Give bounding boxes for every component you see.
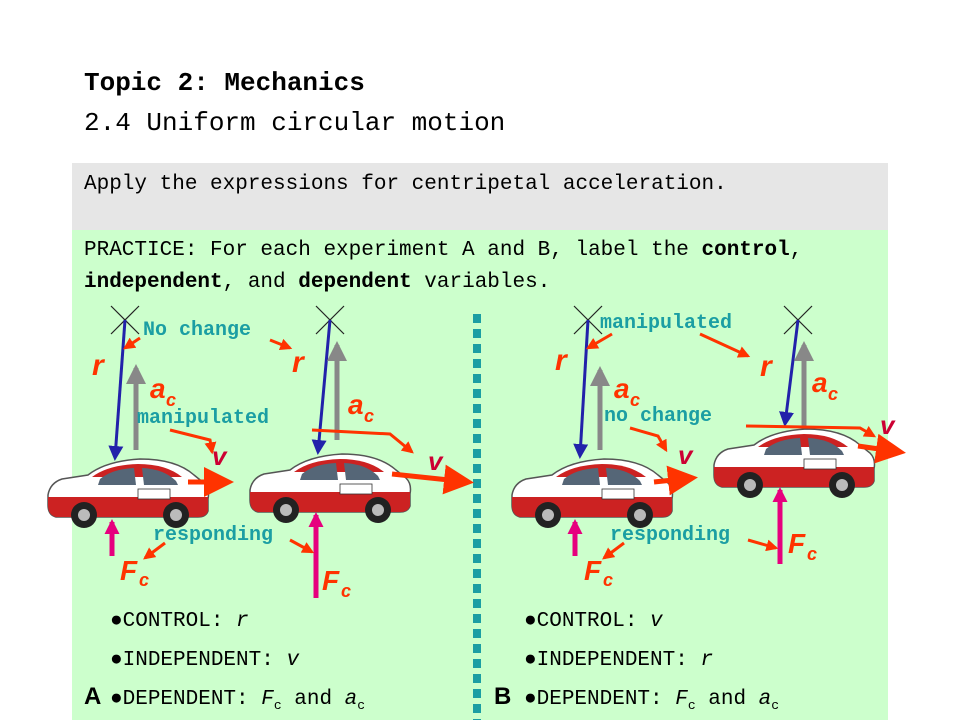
symbol-sub-c: c — [807, 544, 817, 564]
subtopic-title: 2.4 Uniform circular motion — [84, 108, 506, 138]
experiment-a: No change manipulated responding r r a c… — [47, 305, 474, 601]
symbol-v: v — [880, 410, 896, 440]
dependent-item: ●DEPENDENT: Fc and ac — [110, 688, 366, 714]
symbol-sub-c: c — [139, 570, 149, 590]
velocity-arrow — [653, 465, 698, 496]
experiment-divider — [473, 314, 481, 720]
symbol-sub-c: c — [166, 390, 176, 410]
label-manipulated: manipulated — [600, 312, 732, 335]
symbol-v: v — [678, 440, 694, 470]
dependent-item: ●DEPENDENT: Fc and ac — [524, 688, 780, 714]
symbol-a: a — [812, 367, 828, 398]
symbol-sub-c: c — [630, 390, 640, 410]
velocity-arrow — [391, 464, 474, 495]
radius-arrow — [573, 319, 590, 459]
car-icon — [713, 428, 876, 499]
symbol-r: r — [292, 346, 306, 379]
radius-arrow — [779, 319, 800, 427]
experiment-b-variables: ●CONTROL: v ●INDEPENDENT: r ●DEPENDENT: … — [524, 602, 779, 719]
symbol-a: a — [614, 373, 630, 404]
label-no-change: no change — [604, 405, 712, 428]
label-responding: responding — [610, 524, 730, 547]
symbol-sub-c: c — [828, 384, 838, 404]
symbol-r: r — [760, 350, 774, 383]
car-icon — [47, 458, 210, 529]
experiment-a-variables: ●CONTROL: r ●INDEPENDENT: v ●DEPENDENT: … — [110, 602, 365, 719]
objective-text: Apply the expressions for centripetal ac… — [84, 173, 727, 196]
label-manipulated: manipulated — [137, 407, 269, 430]
experiment-a-letter: A — [84, 683, 102, 710]
symbol-r: r — [92, 349, 106, 382]
symbol-a: a — [150, 373, 166, 404]
symbol-v: v — [428, 446, 444, 476]
label-responding: responding — [153, 524, 273, 547]
car-icon — [511, 458, 674, 529]
symbol-sub-c: c — [364, 406, 374, 426]
control-item: ●CONTROL: r — [110, 610, 249, 633]
practice-text: PRACTICE: For each experiment A and B, l… — [84, 239, 803, 294]
independent-item: ●INDEPENDENT: v — [110, 649, 300, 672]
symbol-sub-c: c — [603, 570, 613, 590]
radius-arrow — [108, 319, 127, 461]
symbol-v: v — [212, 441, 228, 471]
experiment-b: manipulated no change responding r r a c… — [511, 305, 906, 590]
independent-item: ●INDEPENDENT: r — [524, 649, 714, 672]
velocity-arrow — [857, 433, 906, 464]
symbol-F: F — [322, 565, 340, 596]
symbol-F: F — [788, 528, 806, 559]
symbol-r: r — [555, 344, 569, 377]
symbol-a: a — [348, 389, 364, 420]
experiment-b-letter: B — [494, 683, 512, 710]
symbol-sub-c: c — [341, 581, 351, 601]
objective-box: Apply the expressions for centripetal ac… — [72, 163, 888, 230]
symbol-F: F — [584, 555, 602, 586]
label-no-change: No change — [143, 319, 251, 342]
topic-title: Topic 2: Mechanics — [84, 68, 365, 98]
control-item: ●CONTROL: v — [524, 610, 663, 633]
symbol-F: F — [120, 555, 138, 586]
car-icon — [249, 453, 412, 524]
